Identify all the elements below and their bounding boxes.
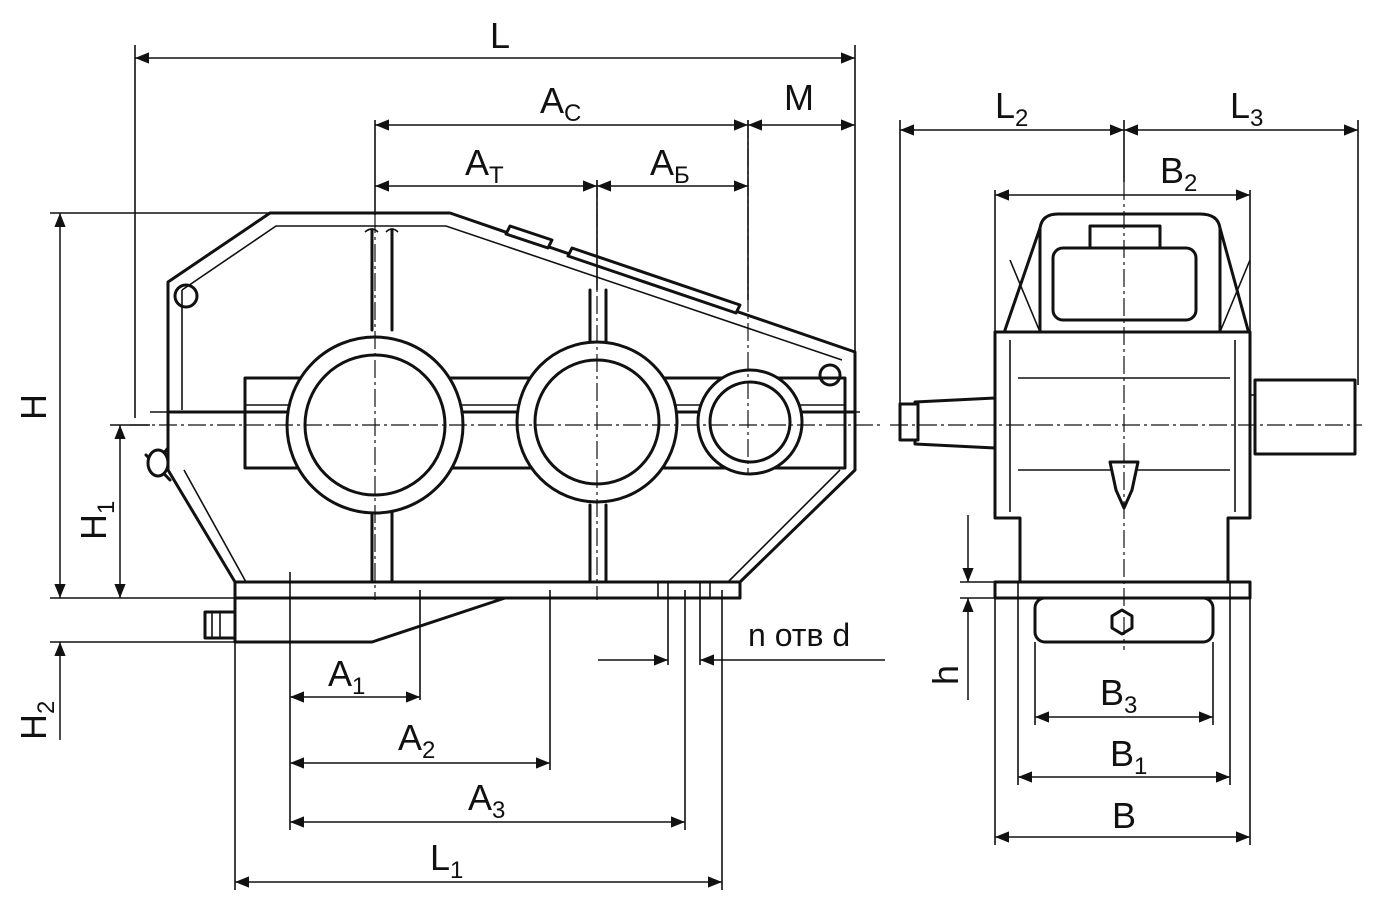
- dimension-labels: L AC M AT AБ H H1 H2 A1 A2 A3 L1 n отв d…: [13, 15, 1263, 884]
- label-A3: A3: [468, 777, 505, 824]
- label-At: AT: [465, 142, 504, 189]
- label-M: M: [784, 77, 814, 118]
- lifting-eye-right-icon: [818, 363, 842, 387]
- label-L1: L1: [430, 837, 463, 884]
- input-shaft: [913, 396, 997, 450]
- lifting-eye-left-icon: [173, 283, 199, 309]
- side-view: [890, 182, 1362, 650]
- label-L2: L2: [995, 85, 1028, 132]
- label-H1: H1: [73, 501, 120, 540]
- label-B2: B2: [1160, 150, 1197, 197]
- side-housing-outline: [993, 330, 1252, 584]
- label-h: h: [925, 665, 966, 685]
- label-holes: n отв d: [748, 617, 850, 653]
- label-B3: B3: [1100, 672, 1137, 719]
- label-B: B: [1112, 795, 1136, 836]
- label-A1: A1: [328, 653, 365, 700]
- label-L3: L3: [1230, 85, 1263, 132]
- label-B1: B1: [1110, 733, 1147, 780]
- side-dimensions: [899, 120, 1359, 845]
- label-H: H: [13, 394, 54, 420]
- front-view: [130, 120, 880, 644]
- label-H2: H2: [13, 701, 60, 740]
- output-shaft: [1253, 378, 1357, 456]
- drain-hex-icon: [1110, 608, 1134, 636]
- front-base-foot: [233, 580, 742, 644]
- label-L: L: [490, 15, 510, 56]
- side-base-foot: [993, 580, 1252, 600]
- label-Ab: AБ: [650, 142, 690, 189]
- label-A2: A2: [398, 717, 435, 764]
- front-dimensions: [50, 45, 885, 890]
- label-Ac: AC: [540, 80, 581, 127]
- bearing-boss-high-speed: [696, 368, 804, 476]
